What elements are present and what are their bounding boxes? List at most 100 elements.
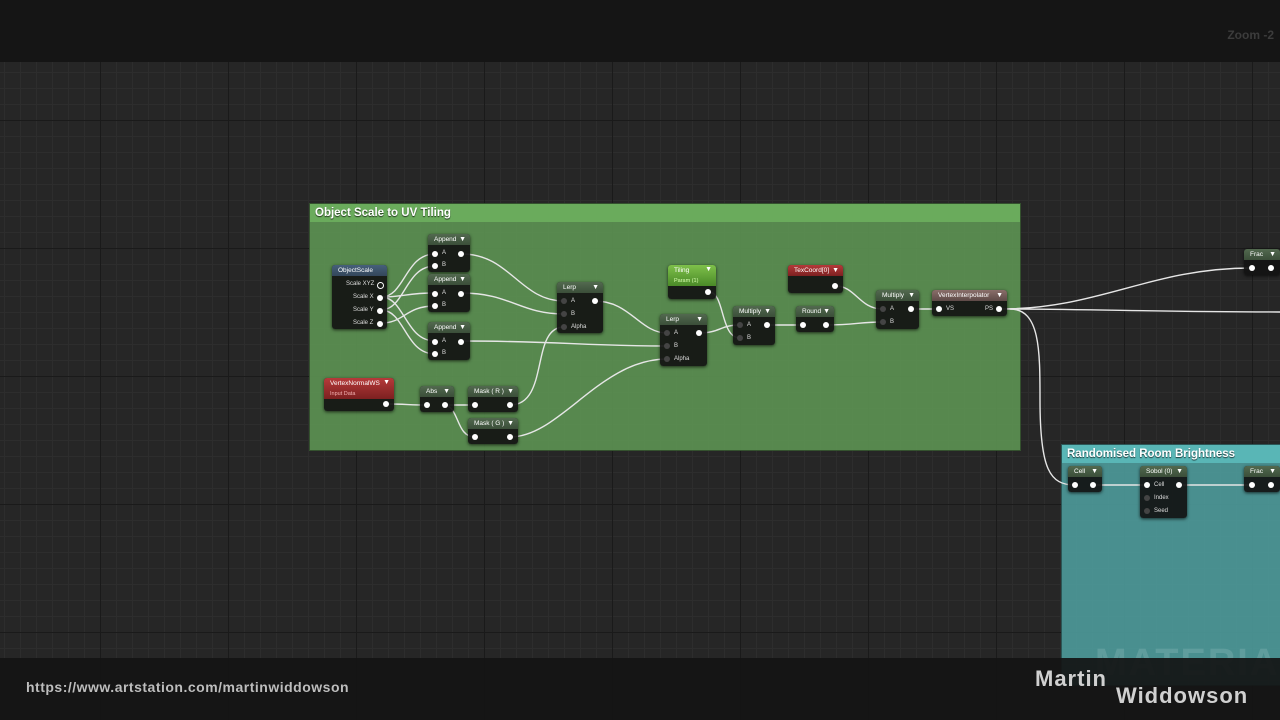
- input-pin[interactable]: [800, 322, 806, 328]
- append-node-2[interactable]: Append▼ A B: [428, 274, 470, 312]
- chevron-down-icon[interactable]: ▼: [1176, 468, 1183, 475]
- output-pin[interactable]: [696, 330, 702, 336]
- input-pin-index[interactable]: [1144, 495, 1150, 501]
- input-pin[interactable]: [424, 402, 430, 408]
- sobol-node[interactable]: Sobol (0)▼ Cell Index Seed: [1140, 466, 1187, 518]
- input-pin[interactable]: [1072, 482, 1078, 488]
- pin-label-a: A: [890, 306, 895, 312]
- input-pin-a[interactable]: [561, 298, 567, 304]
- output-pin[interactable]: [908, 306, 914, 312]
- input-pin-b[interactable]: [561, 311, 567, 317]
- output-pin[interactable]: [458, 339, 464, 345]
- node-title: Append: [434, 324, 457, 331]
- output-pin-scale-y[interactable]: [377, 308, 383, 314]
- chevron-down-icon[interactable]: ▼: [507, 420, 514, 427]
- input-pin-cell[interactable]: [1144, 482, 1150, 488]
- output-pin[interactable]: [1176, 482, 1182, 488]
- input-pin-b[interactable]: [737, 335, 743, 341]
- mask-g-node[interactable]: Mask ( G )▼: [468, 418, 518, 444]
- chevron-down-icon[interactable]: ▼: [592, 284, 599, 291]
- chevron-down-icon[interactable]: ▼: [996, 292, 1003, 299]
- chevron-down-icon[interactable]: ▼: [705, 266, 712, 273]
- input-pin-b[interactable]: [664, 343, 670, 349]
- output-pin[interactable]: [1090, 482, 1096, 488]
- input-pin[interactable]: [1249, 265, 1255, 271]
- output-pin[interactable]: [1268, 265, 1274, 271]
- input-pin-b[interactable]: [432, 263, 438, 269]
- frac-node-2[interactable]: Frac▼: [1244, 466, 1280, 492]
- output-pin[interactable]: [823, 322, 829, 328]
- append-node-1[interactable]: Append▼ A B: [428, 234, 470, 272]
- chevron-down-icon[interactable]: ▼: [443, 388, 450, 395]
- multiply-node-2[interactable]: Multiply▼ A B: [876, 290, 919, 329]
- input-pin-a[interactable]: [432, 251, 438, 257]
- mask-r-node[interactable]: Mask ( R )▼: [468, 386, 518, 412]
- chevron-down-icon[interactable]: ▼: [459, 324, 466, 331]
- chevron-down-icon[interactable]: ▼: [696, 316, 703, 323]
- chevron-down-icon[interactable]: ▼: [764, 308, 771, 315]
- output-pin[interactable]: [458, 291, 464, 297]
- lerp-node-2[interactable]: Lerp▼ A B Alpha: [660, 314, 707, 366]
- input-pin-a[interactable]: [432, 291, 438, 297]
- vertex-normal-ws-node[interactable]: VertexNormalWS▼Input Data: [324, 378, 394, 411]
- output-pin-scale-xyz[interactable]: [377, 282, 384, 289]
- round-node[interactable]: Round▼: [796, 306, 834, 332]
- output-pin[interactable]: [705, 289, 711, 295]
- output-pin-scale-x[interactable]: [377, 295, 383, 301]
- node-title: Cell: [1074, 468, 1086, 475]
- input-pin-b[interactable]: [432, 351, 438, 357]
- chevron-down-icon[interactable]: ▼: [908, 292, 915, 299]
- output-pin-ps[interactable]: [996, 306, 1002, 312]
- input-pin[interactable]: [1249, 482, 1255, 488]
- input-pin-seed[interactable]: [1144, 508, 1150, 514]
- input-pin-alpha[interactable]: [561, 324, 567, 330]
- input-pin-a[interactable]: [737, 322, 743, 328]
- output-pin[interactable]: [592, 298, 598, 304]
- input-pin-a[interactable]: [432, 339, 438, 345]
- frac-node-1[interactable]: Frac▼: [1244, 249, 1280, 275]
- chevron-down-icon[interactable]: ▼: [1091, 468, 1098, 475]
- input-pin[interactable]: [472, 402, 478, 408]
- input-pin-vs[interactable]: [936, 306, 942, 312]
- texcoord-node[interactable]: TexCoord[0]▼: [788, 265, 843, 293]
- output-pin[interactable]: [832, 283, 838, 289]
- chevron-down-icon[interactable]: ▼: [507, 388, 514, 395]
- pin-label-a: A: [747, 322, 752, 328]
- multiply-node-1[interactable]: Multiply▼ A B: [733, 306, 775, 345]
- node-title: Multiply: [739, 308, 762, 315]
- cell-node[interactable]: Cell ▼: [1068, 466, 1102, 492]
- output-pin[interactable]: [442, 402, 448, 408]
- lerp-node-1[interactable]: Lerp▼ A B Alpha: [557, 282, 603, 333]
- abs-node[interactable]: Abs▼: [420, 386, 454, 412]
- input-pin-alpha[interactable]: [664, 356, 670, 362]
- input-pin-a[interactable]: [664, 330, 670, 336]
- output-pin[interactable]: [1268, 482, 1274, 488]
- vertex-interpolator-node[interactable]: VertexInterpolator▼ VS PS: [932, 290, 1007, 316]
- chevron-down-icon[interactable]: ▼: [1269, 468, 1276, 475]
- comment-title-object-scale[interactable]: Object Scale to UV Tiling: [310, 204, 1020, 222]
- output-pin[interactable]: [507, 402, 513, 408]
- output-pin[interactable]: [764, 322, 770, 328]
- input-pin-a[interactable]: [880, 306, 886, 312]
- output-pin-scale-z[interactable]: [377, 321, 383, 327]
- chevron-down-icon[interactable]: ▼: [459, 236, 466, 243]
- object-scale-node[interactable]: ObjectScale Scale XYZ Scale X Scale Y Sc…: [332, 265, 387, 329]
- append-node-3[interactable]: Append▼ A B: [428, 322, 470, 360]
- input-pin[interactable]: [472, 434, 478, 440]
- comment-title-room-brightness[interactable]: Randomised Room Brightness: [1062, 445, 1280, 463]
- pin-label-cell: Cell: [1154, 482, 1165, 488]
- output-pin[interactable]: [383, 401, 389, 407]
- input-pin-b[interactable]: [880, 319, 886, 325]
- tiling-parameter-node[interactable]: Tiling▼Param (1): [668, 265, 716, 299]
- chevron-down-icon[interactable]: ▼: [823, 308, 830, 315]
- output-pin[interactable]: [507, 434, 513, 440]
- chevron-down-icon[interactable]: ▼: [459, 276, 466, 283]
- chevron-down-icon[interactable]: ▼: [832, 267, 839, 274]
- node-title: TexCoord[0]: [794, 267, 830, 274]
- chevron-down-icon[interactable]: ▼: [1269, 251, 1276, 258]
- input-pin-b[interactable]: [432, 303, 438, 309]
- chevron-down-icon[interactable]: ▼: [383, 379, 390, 386]
- output-pin[interactable]: [458, 251, 464, 257]
- node-title: Multiply: [882, 292, 905, 299]
